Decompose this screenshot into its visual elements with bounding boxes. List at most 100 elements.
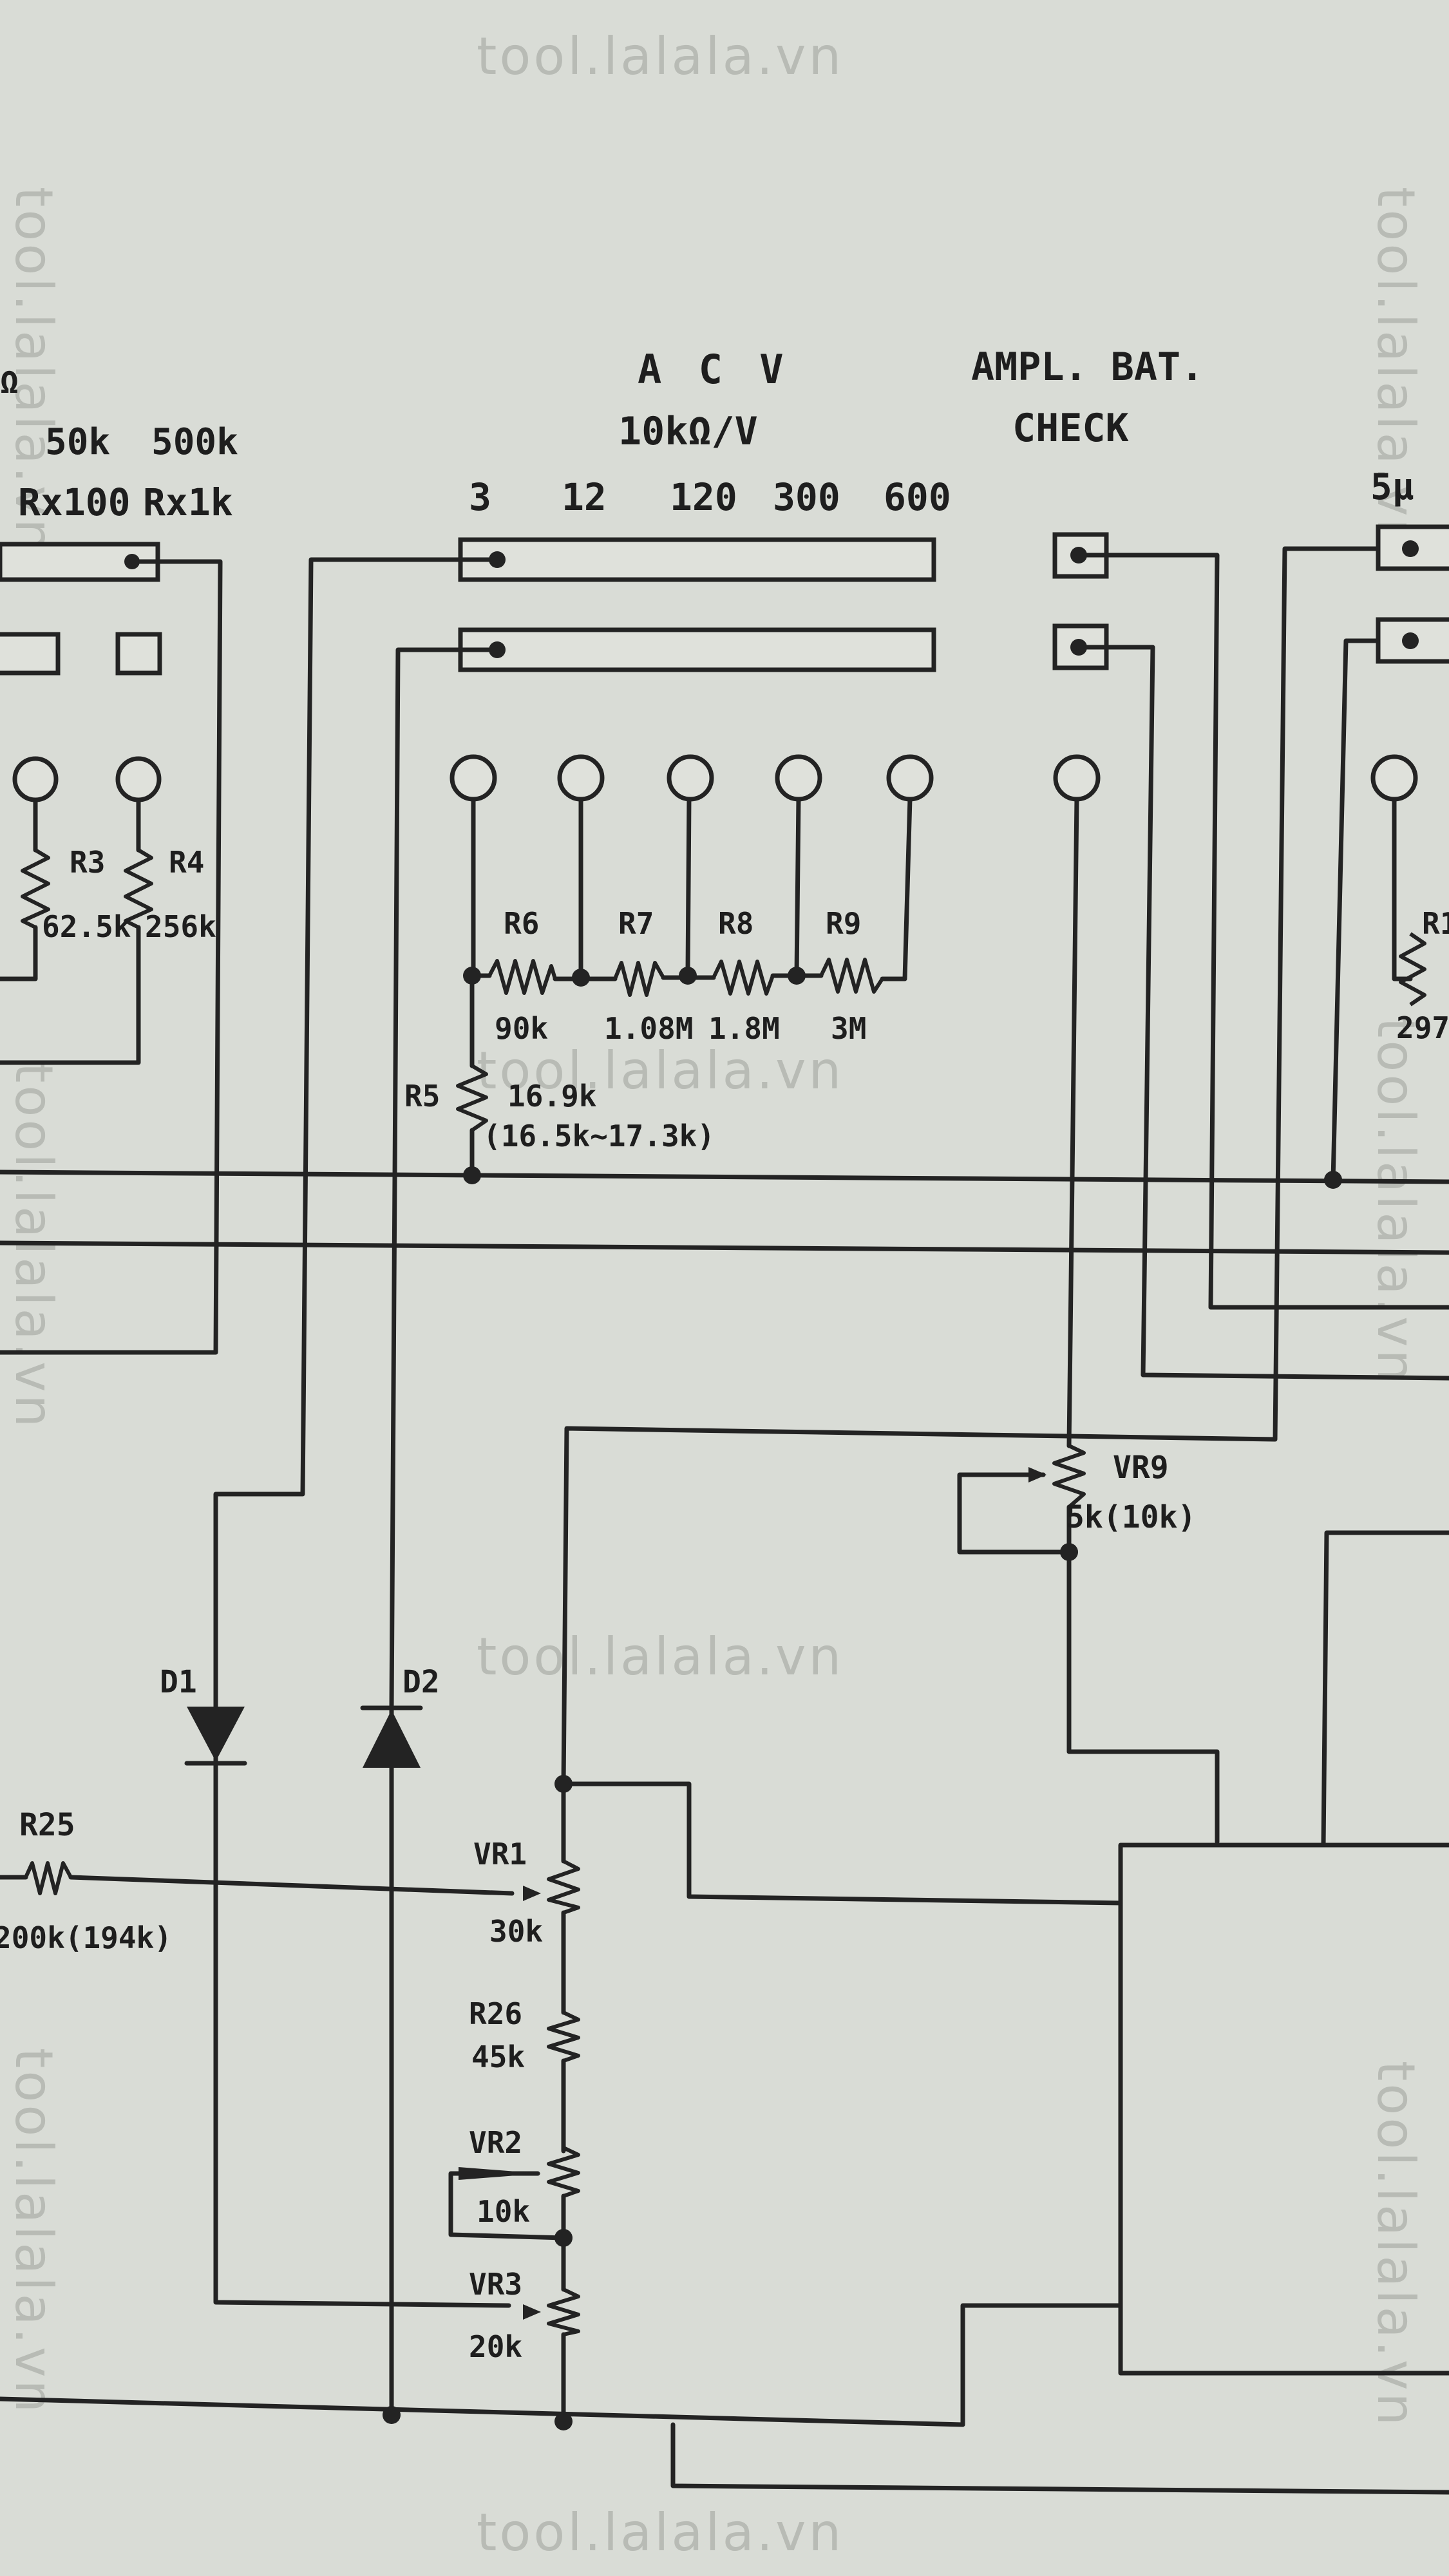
vr9-name: VR9	[1113, 1450, 1169, 1486]
right-range-label: 5μ	[1370, 466, 1414, 508]
component-labels: R3 62.5k R4 256k R6 90k R7 1.08M R8 1.8M…	[0, 845, 1449, 2364]
watermark-left-2: tool.lalala.vn	[4, 1063, 64, 1430]
acv-terminal	[450, 754, 497, 802]
ohm-rx1k-label: Rx1k	[143, 480, 233, 524]
r9-resistor	[819, 958, 884, 994]
vr9-wiper-loop	[957, 1472, 1072, 1555]
watermark-right-1: tool.lalala.vn	[1366, 187, 1426, 554]
junction-dot	[554, 2229, 573, 2247]
acv-range-label: 300	[773, 475, 840, 519]
vr1-name: VR1	[473, 1837, 527, 1871]
d1-diode-icon	[187, 1707, 245, 1761]
junction-dot	[788, 967, 806, 985]
acv-terminal	[775, 754, 822, 802]
r25-to-vr1-wire	[68, 1875, 515, 1896]
r6-value: 90k	[495, 1011, 548, 1046]
right-terminal	[1370, 754, 1418, 802]
r4-value: 256k	[145, 909, 216, 944]
bat-terminal-to-vr9-wire	[1066, 796, 1079, 1448]
vr1-top-to-block-wire	[561, 1781, 1123, 1906]
r1x-name: R1	[1422, 906, 1449, 941]
r1x-value: 297	[1396, 1010, 1449, 1045]
r26-name: R26	[469, 1996, 522, 2031]
watermark-top: tool.lalala.vn	[477, 26, 844, 86]
r6-name: R6	[504, 906, 539, 941]
r8-value: 1.8M	[708, 1011, 780, 1046]
r25-value: 200k(194k)	[0, 1920, 172, 1955]
acv-terminal	[557, 754, 605, 802]
r5-tolerance: (16.5k~17.3k)	[483, 1119, 715, 1153]
bat-check-terminal	[1053, 754, 1101, 802]
wiper-arrows	[459, 1467, 1046, 2320]
ground-return-wire	[670, 2422, 1449, 2495]
switch-contacts	[0, 524, 1449, 676]
vr2-value: 10k	[477, 2194, 530, 2229]
vr3-resistor	[547, 2287, 580, 2336]
vr3-wiper-arrow-icon	[523, 2304, 541, 2320]
vr1-resistor	[547, 1859, 580, 1915]
ohm-contact-pad-2	[115, 632, 162, 676]
ohm-terminal-50k	[12, 756, 59, 802]
acv-range-label: 120	[670, 475, 737, 519]
bus-wire-lower	[0, 1240, 1449, 1255]
junction-dot	[1324, 1171, 1342, 1189]
vr1-wiper-arrow-icon	[523, 1886, 541, 1901]
junction-dot	[572, 969, 590, 987]
terminals	[12, 754, 1418, 802]
watermark-bottom: tool.lalala.vn	[477, 2503, 844, 2562]
wiring	[0, 546, 1449, 2495]
check-label: CHECK	[1012, 406, 1129, 451]
acv-switch-strip-lower	[458, 627, 936, 672]
acv-switch-strip-upper	[458, 537, 936, 582]
r3-value: 62.5k	[42, 909, 131, 944]
r4-bottom-wire	[0, 925, 141, 1065]
watermark-mid: tool.lalala.vn	[477, 1041, 844, 1101]
r6-resistor	[488, 959, 557, 995]
ohm-terminal-500k	[115, 756, 162, 802]
acv-title: A C V	[638, 346, 790, 393]
r26-resistor	[547, 2011, 580, 2063]
junctions	[383, 967, 1342, 2430]
vr9-to-block-wire	[1066, 1549, 1220, 1844]
d1-name: D1	[160, 1664, 197, 1700]
right-lower-strip-wire	[1331, 638, 1381, 1182]
vr9-resistor	[1052, 1444, 1086, 1509]
acv-sensitivity-label: 10kΩ/V	[618, 409, 758, 454]
d2-name: D2	[402, 1664, 440, 1700]
watermark-right-3: tool.lalala.vn	[1366, 2061, 1426, 2428]
right-switch-strip-lower	[1376, 617, 1449, 664]
watermark-left-3: tool.lalala.vn	[4, 2048, 64, 2415]
r7-name: R7	[618, 906, 654, 941]
watermark-left-1: tool.lalala.vn	[4, 187, 64, 554]
right-upper-strip-wire	[561, 546, 1381, 1786]
acv-range-label: 3	[469, 475, 491, 519]
ohm-symbol-label: Ω	[0, 365, 19, 401]
vr9-wiper-arrow-icon	[1028, 1467, 1046, 1482]
ground-wire	[0, 2303, 1123, 2427]
acv-lower-to-d2-wire	[389, 647, 500, 1709]
right-strip-contact-lower	[1402, 632, 1419, 649]
r7-value: 1.08M	[604, 1011, 693, 1046]
block-feed-wire	[1321, 1530, 1449, 1848]
term-300-wire	[794, 796, 801, 978]
diodes	[184, 1705, 423, 1768]
junction-dot	[554, 1775, 573, 1793]
r3-name: R3	[70, 845, 105, 880]
ohm-contact-pad-1	[0, 632, 61, 676]
junction-dot	[463, 1166, 481, 1184]
r3-resistor	[21, 848, 50, 929]
r25-name: R25	[19, 1807, 75, 1843]
vr1-value: 30k	[489, 1914, 543, 1949]
acv-range-label: 600	[884, 475, 951, 519]
acv-upper-to-d1-wire	[213, 557, 500, 1716]
junction-dot	[554, 2412, 573, 2430]
term-120-wire	[685, 796, 692, 975]
term-600-wire	[880, 796, 913, 981]
r5-resistor	[456, 1064, 488, 1132]
bat-check-upper-wire	[1076, 553, 1449, 1310]
junction-dot	[1060, 1543, 1078, 1561]
r5-name: R5	[404, 1079, 440, 1113]
vr9-value: 5k(10k)	[1066, 1499, 1196, 1535]
r7-resistor	[613, 961, 665, 997]
